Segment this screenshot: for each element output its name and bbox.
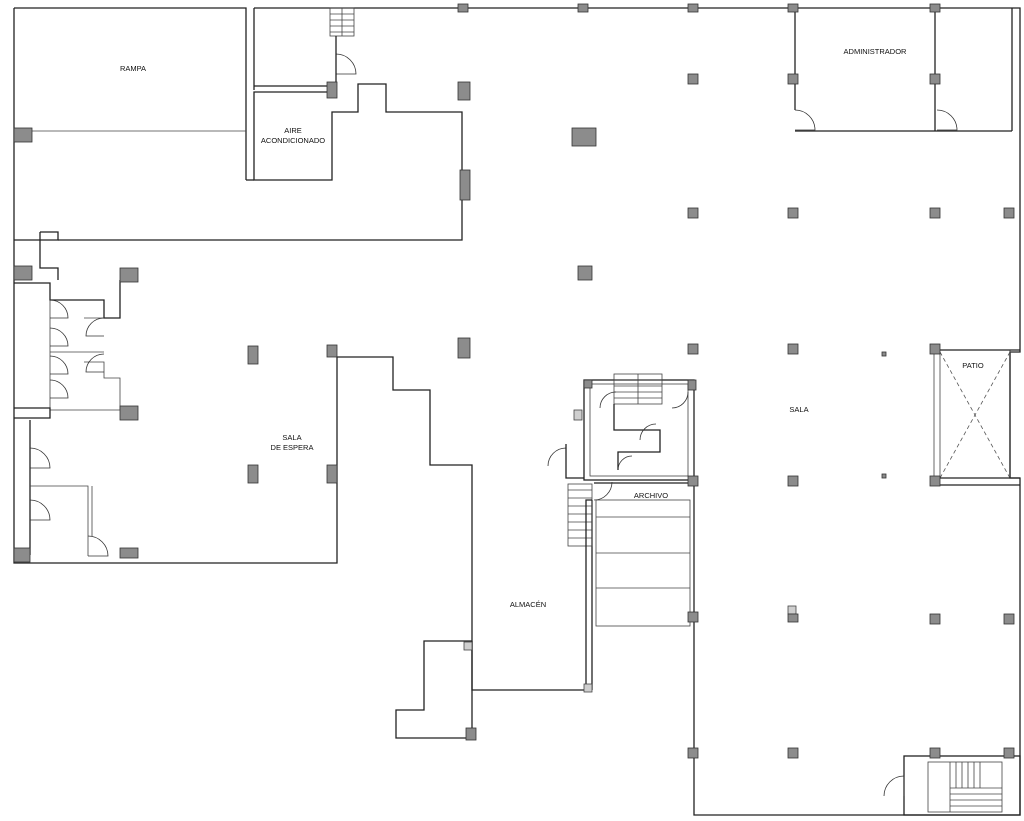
label-almacen: ALMACÉN bbox=[510, 600, 546, 609]
column bbox=[1003, 747, 1015, 759]
column bbox=[787, 73, 799, 85]
column bbox=[326, 81, 338, 99]
column bbox=[457, 81, 471, 101]
column bbox=[929, 613, 941, 625]
label-patio: PATIO bbox=[962, 361, 984, 370]
column bbox=[119, 267, 139, 283]
label-aire: AIRE bbox=[284, 126, 302, 135]
column bbox=[583, 379, 593, 389]
column bbox=[119, 405, 139, 421]
label-sala-espera-1: SALA bbox=[282, 433, 301, 442]
column bbox=[787, 475, 799, 487]
column bbox=[929, 73, 941, 85]
column bbox=[929, 207, 941, 219]
column bbox=[787, 613, 799, 623]
label-archivo: ARCHIVO bbox=[634, 491, 668, 500]
column bbox=[687, 379, 697, 391]
column bbox=[929, 3, 941, 13]
patio bbox=[933, 349, 1020, 486]
column bbox=[247, 464, 259, 484]
column bbox=[326, 344, 338, 358]
column bbox=[687, 207, 699, 219]
label-sala-espera-2: DE ESPERA bbox=[271, 443, 314, 452]
archivo bbox=[471, 466, 694, 691]
column bbox=[463, 641, 473, 651]
column bbox=[457, 337, 471, 359]
restrooms bbox=[14, 280, 121, 557]
column bbox=[326, 464, 338, 484]
column bbox=[13, 127, 33, 143]
column bbox=[577, 265, 593, 281]
column bbox=[929, 747, 941, 759]
rampa-area bbox=[14, 8, 463, 280]
column bbox=[457, 3, 469, 13]
room-labels: RAMPA AIRE ACONDICIONADO ADMINISTRADOR P… bbox=[120, 47, 984, 609]
column bbox=[247, 345, 259, 365]
column bbox=[465, 727, 477, 741]
column bbox=[787, 3, 799, 13]
column bbox=[687, 3, 699, 13]
column bbox=[13, 265, 33, 281]
bottom-right-stair bbox=[883, 755, 1021, 816]
column bbox=[687, 611, 699, 623]
column bbox=[787, 343, 799, 355]
columns bbox=[13, 3, 1015, 759]
column bbox=[571, 127, 597, 147]
column bbox=[787, 747, 799, 759]
column bbox=[1003, 207, 1015, 219]
label-rampa: RAMPA bbox=[120, 64, 146, 73]
label-administrador: ADMINISTRADOR bbox=[844, 47, 908, 56]
column bbox=[687, 747, 699, 759]
column bbox=[787, 207, 799, 219]
column bbox=[881, 473, 887, 479]
label-acondicionado: ACONDICIONADO bbox=[261, 136, 325, 145]
column bbox=[687, 73, 699, 85]
column bbox=[929, 475, 941, 487]
column bbox=[881, 351, 887, 357]
column bbox=[119, 547, 139, 559]
column bbox=[13, 547, 31, 563]
column bbox=[687, 475, 699, 487]
column bbox=[583, 683, 593, 693]
column bbox=[687, 343, 699, 355]
column bbox=[1003, 613, 1015, 625]
outer-walls bbox=[13, 7, 1021, 816]
label-sala: SALA bbox=[789, 405, 808, 414]
top-stair bbox=[329, 7, 357, 84]
column bbox=[459, 169, 471, 201]
column bbox=[577, 3, 589, 13]
central-core bbox=[547, 373, 695, 481]
administrador-office bbox=[794, 8, 1013, 132]
column bbox=[787, 605, 797, 615]
column bbox=[929, 343, 941, 355]
